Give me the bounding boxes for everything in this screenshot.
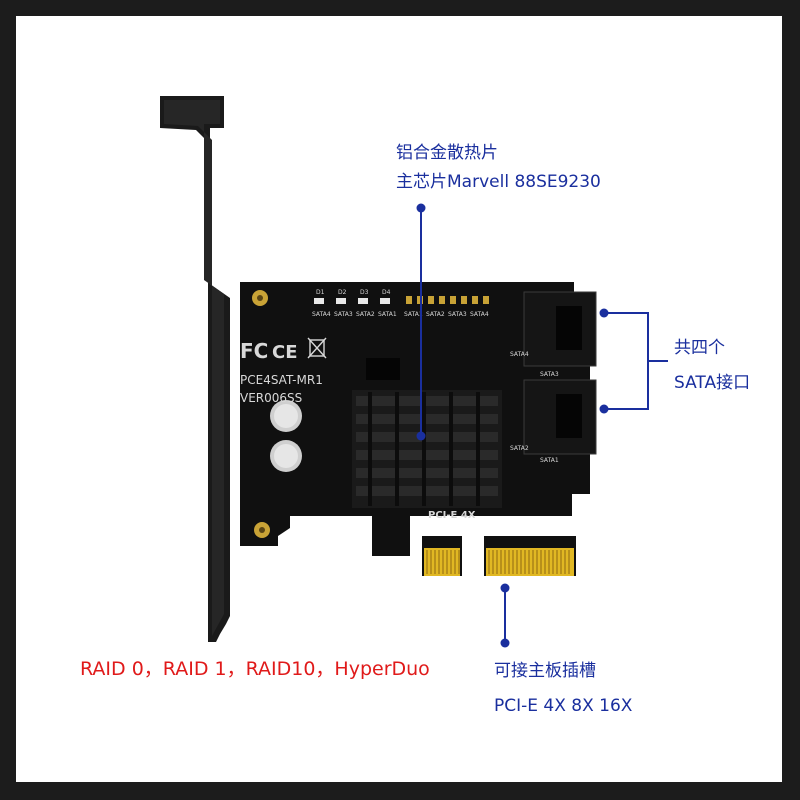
- fc-mark: FC: [240, 339, 268, 363]
- contact-pin: [532, 550, 534, 574]
- jumper-port-label: SATA1: [404, 311, 423, 318]
- contact-pin: [446, 550, 448, 574]
- led-label: D1: [316, 289, 325, 296]
- capacitor: [270, 400, 302, 432]
- contact-pin: [508, 550, 510, 574]
- leader-line-sata: [599, 308, 668, 414]
- heatsink-fin: [356, 468, 498, 478]
- contact-pin: [488, 550, 490, 574]
- contact-pin: [516, 550, 518, 574]
- contact-pin: [500, 550, 502, 574]
- jumper-port-label: SATA2: [426, 311, 445, 318]
- connector-label: SATA2: [510, 445, 529, 452]
- heatsink-fin: [356, 486, 498, 496]
- contact-pin: [568, 550, 570, 574]
- contact-pin: [426, 550, 428, 574]
- version-marking: VER006SS: [240, 391, 302, 405]
- sata-connector-group: [523, 291, 597, 455]
- heatsink-fin: [356, 432, 498, 442]
- contact-pin: [430, 550, 432, 574]
- contact-pin: [454, 550, 456, 574]
- capacitor: [270, 440, 302, 472]
- jumper-pin: [483, 296, 489, 304]
- raid-modes-annotation: RAID 0，RAID 1，RAID10，HyperDuo: [80, 658, 430, 680]
- heatsink-groove: [395, 392, 399, 506]
- interface-marking: PCI-E 4X: [428, 510, 476, 521]
- led-port-label: SATA3: [334, 311, 353, 318]
- heatsink-groove: [449, 392, 453, 506]
- contact-pin: [528, 550, 530, 574]
- contact-pin: [496, 550, 498, 574]
- led-port-label: SATA4: [312, 311, 331, 318]
- led-label: D2: [338, 289, 347, 296]
- contact-pin: [450, 550, 452, 574]
- contact-pin: [564, 550, 566, 574]
- contact-pin: [560, 550, 562, 574]
- port-count-annotation: 共四个: [674, 338, 725, 358]
- status-led: [336, 298, 346, 304]
- chip-annotation: 主芯片Marvell 88SE9230: [396, 172, 601, 192]
- led-label: D4: [382, 289, 391, 296]
- connector-label: SATA1: [540, 457, 559, 464]
- led-port-label: SATA1: [378, 311, 397, 318]
- contact-pin: [540, 550, 542, 574]
- heatsink-groove: [476, 392, 480, 506]
- connector-label: SATA4: [510, 351, 529, 358]
- slot-annotation: 可接主板插槽: [494, 661, 596, 681]
- pcie-speed-annotation: PCI-E 4X 8X 16X: [494, 696, 633, 716]
- contact-pin: [552, 550, 554, 574]
- status-led: [380, 298, 390, 304]
- led-label: D3: [360, 289, 369, 296]
- gold-finger-contacts: [426, 550, 570, 574]
- jumper-pin: [406, 296, 412, 304]
- chip-package: [366, 358, 400, 380]
- weee-icon: [307, 337, 327, 359]
- heatsink-fin: [356, 450, 498, 460]
- jumper-port-label: SATA3: [448, 311, 467, 318]
- jumper-pin: [450, 296, 456, 304]
- contact-pin: [438, 550, 440, 574]
- image-frame: FC CE PCE4SAT-MR1 VER006SS PCI-E 4X SATA…: [16, 16, 782, 782]
- contact-pin: [434, 550, 436, 574]
- ce-mark: CE: [272, 342, 298, 363]
- heatsink-groove: [422, 392, 426, 506]
- contact-pin: [458, 550, 460, 574]
- contact-pin: [556, 550, 558, 574]
- jumper-pin: [439, 296, 445, 304]
- jumper-pin: [428, 296, 434, 304]
- contact-pin: [544, 550, 546, 574]
- jumper-port-label: SATA4: [470, 311, 489, 318]
- heatsink-annotation: 铝合金散热片: [396, 143, 498, 163]
- sata-port-annotation: SATA接口: [674, 373, 751, 393]
- contact-pin: [442, 550, 444, 574]
- model-marking: PCE4SAT-MR1: [240, 373, 323, 387]
- mounting-bracket: [160, 96, 230, 642]
- heatsink-fin: [356, 396, 498, 406]
- leader-line-heatsink: [416, 203, 426, 441]
- contact-pin: [504, 550, 506, 574]
- contact-pin: [548, 550, 550, 574]
- led-row: [314, 298, 390, 304]
- connector-label: SATA3: [540, 371, 559, 378]
- status-led: [314, 298, 324, 304]
- contact-pin: [524, 550, 526, 574]
- jumper-pin: [472, 296, 478, 304]
- contact-pin: [512, 550, 514, 574]
- heatsink-fin: [356, 414, 498, 424]
- status-led: [358, 298, 368, 304]
- contact-pin: [536, 550, 538, 574]
- heatsink-groove: [368, 392, 372, 506]
- heatsink: [352, 390, 502, 508]
- sata-expansion-card-photo: FC CE PCE4SAT-MR1 VER006SS PCI-E 4X SATA…: [160, 96, 668, 648]
- jumper-pin: [461, 296, 467, 304]
- led-port-label: SATA2: [356, 311, 375, 318]
- contact-pin: [520, 550, 522, 574]
- contact-pin: [492, 550, 494, 574]
- leader-line-slot: [500, 583, 510, 648]
